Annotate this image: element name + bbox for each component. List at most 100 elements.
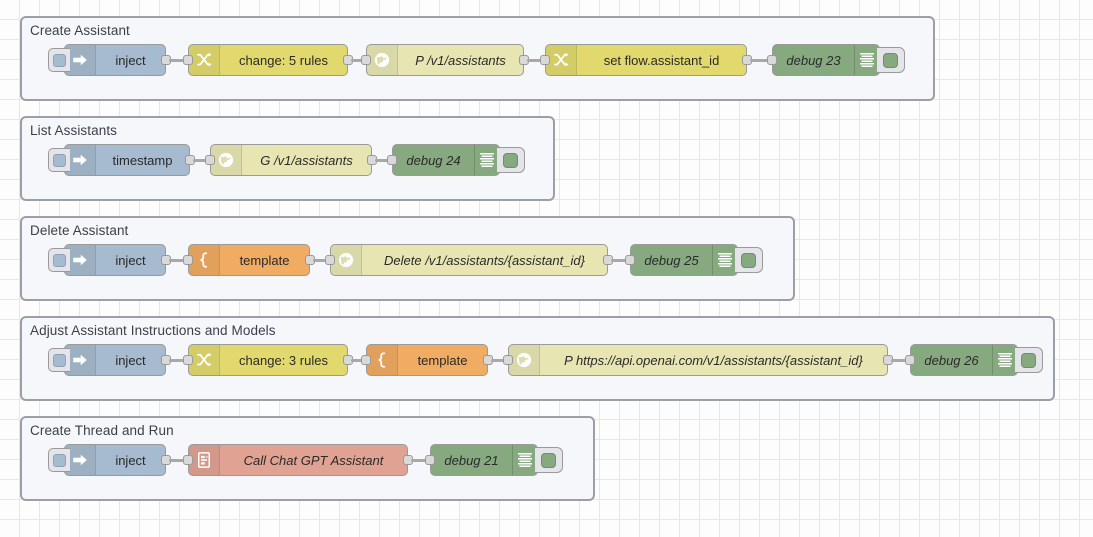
inject-button-square [53,353,66,367]
node-input-port[interactable] [625,255,635,265]
shuffle-icon [546,45,577,75]
node-label: debug 21 [444,452,499,468]
node-inject[interactable]: inject [48,444,171,476]
node-input-port[interactable] [325,255,335,265]
node-input-port[interactable] [183,55,193,65]
arrow-right-icon [65,345,96,375]
node-wire[interactable] [891,359,907,362]
group-title: List Assistants [30,123,118,138]
debug-button-square [883,52,898,68]
inject-trigger-button[interactable] [48,248,70,272]
node-http[interactable]: P https://api.openai.com/v1/assistants/{… [503,344,893,376]
node-label: G /v1/assistants [260,152,353,168]
node-http[interactable]: Delete /v1/assistants/{assistant_id} [325,244,613,276]
node-input-port[interactable] [183,255,193,265]
brace-icon [367,345,398,375]
debug-lines-icon [512,445,537,475]
node-wire[interactable] [527,59,542,62]
debug-toggle-button[interactable] [1015,347,1043,373]
node-inject[interactable]: inject [48,44,171,76]
inject-trigger-button[interactable] [48,448,70,472]
node-label: template [239,252,290,268]
debug-lines-icon [474,145,499,175]
node-wire[interactable] [375,159,389,162]
node-input-port[interactable] [361,55,371,65]
node-label: template [417,352,468,368]
node-change[interactable]: set flow.assistant_id [540,44,752,76]
node-label: change: 3 rules [239,352,328,368]
node-wire[interactable] [169,259,185,262]
inject-trigger-button[interactable] [48,348,70,372]
node-wire[interactable] [750,59,769,62]
globe-icon [367,45,398,75]
node-change[interactable]: change: 5 rules [183,44,353,76]
debug-button-square [741,252,756,268]
arrow-right-icon [65,245,96,275]
node-template[interactable]: template [361,344,493,376]
node-label: set flow.assistant_id [603,52,720,68]
debug-toggle-button[interactable] [497,147,525,173]
node-inject[interactable]: inject [48,344,171,376]
debug-button-square [541,452,556,468]
node-debug[interactable]: debug 21 [425,444,563,476]
node-debug[interactable]: debug 23 [767,44,905,76]
node-wire[interactable] [491,359,505,362]
node-label: inject [115,452,146,468]
node-wire[interactable] [169,459,185,462]
node-http[interactable]: G /v1/assistants [205,144,377,176]
globe-icon [509,345,540,375]
arrow-right-icon [65,45,96,75]
debug-lines-icon [992,345,1017,375]
inject-button-square [53,153,66,167]
node-wire[interactable] [351,59,363,62]
node-input-port[interactable] [503,355,513,365]
node-input-port[interactable] [183,355,193,365]
node-input-port[interactable] [205,155,215,165]
brace-icon [189,245,220,275]
inject-trigger-button[interactable] [48,48,70,72]
shuffle-icon [189,345,220,375]
node-wire[interactable] [411,459,427,462]
node-input-port[interactable] [361,355,371,365]
node-input-port[interactable] [767,55,777,65]
node-inject[interactable]: timestamp [48,144,195,176]
group-title: Create Thread and Run [30,423,174,438]
debug-toggle-button[interactable] [535,447,563,473]
debug-lines-icon [854,45,879,75]
node-gpt[interactable]: Call Chat GPT Assistant [183,444,413,476]
inject-button-square [53,453,66,467]
node-label: debug 25 [644,252,699,268]
debug-toggle-button[interactable] [735,247,763,273]
node-label: P https://api.openai.com/v1/assistants/{… [564,352,863,368]
inject-trigger-button[interactable] [48,148,70,172]
node-debug[interactable]: debug 25 [625,244,763,276]
node-wire[interactable] [313,259,327,262]
node-input-port[interactable] [425,455,435,465]
node-inject[interactable]: inject [48,244,171,276]
globe-icon [331,245,362,275]
node-label: inject [115,252,146,268]
node-http[interactable]: P /v1/assistants [361,44,529,76]
group-title: Create Assistant [30,23,130,38]
node-label: Call Chat GPT Assistant [243,452,384,468]
inject-button-square [53,253,66,267]
node-change[interactable]: change: 3 rules [183,344,353,376]
node-input-port[interactable] [387,155,397,165]
node-wire[interactable] [169,359,185,362]
debug-toggle-button[interactable] [877,47,905,73]
node-input-port[interactable] [183,455,193,465]
node-wire[interactable] [169,59,185,62]
node-input-port[interactable] [540,55,550,65]
node-debug[interactable]: debug 24 [387,144,525,176]
node-input-port[interactable] [905,355,915,365]
node-wire[interactable] [193,159,207,162]
node-debug[interactable]: debug 26 [905,344,1043,376]
node-label: change: 5 rules [239,52,328,68]
node-wire[interactable] [611,259,627,262]
node-label: debug 26 [924,352,979,368]
node-label: inject [115,52,146,68]
node-template[interactable]: template [183,244,315,276]
node-wire[interactable] [351,359,363,362]
node-label: debug 23 [786,52,841,68]
